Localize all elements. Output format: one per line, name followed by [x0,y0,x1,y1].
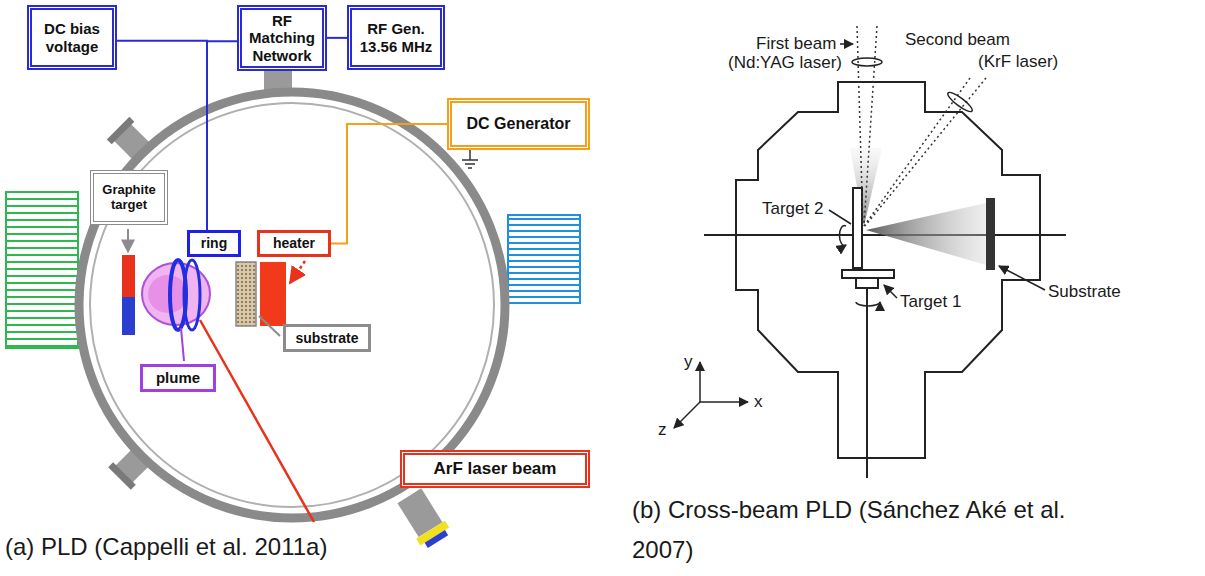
laser-label-box: ArF laser beam [400,450,590,488]
axis-label: x [754,392,763,412]
target-shape [853,188,862,268]
box-text: heater [273,235,315,251]
leader-line [884,285,897,298]
wire-connector [327,37,347,39]
substrate-label-box: substrate [283,324,371,352]
dc-generator-box: DC Generator [447,98,590,150]
beam-label: First beam [756,34,836,54]
box-text: substrate [295,330,358,346]
matching-network-box: RF Matching Network [237,5,327,71]
right-port [508,215,580,303]
box-text: ArF laser beam [434,459,557,479]
beam-label: Second beam [905,30,1010,50]
holder-rod [866,288,868,478]
target-mount [856,278,878,288]
ring-label-box: ring [187,230,241,257]
box-text: RF Matching Network [247,12,317,64]
leader-line [290,261,305,283]
box-text: DC bias voltage [37,20,107,55]
part-label: Substrate [1048,282,1121,302]
axis-label: y [684,352,693,372]
leader-line [127,229,129,252]
power-supply-box: DC bias voltage [27,5,117,70]
window-port [395,487,452,551]
heater-label-box: heater [257,230,331,257]
substrate-shape [236,262,256,326]
ring-electrode [184,260,200,330]
left-port [6,192,78,348]
lens [946,90,975,114]
part-label: Target 2 [762,199,823,219]
beam-label: (Nd:YAG laser) [728,53,842,73]
axes [674,362,748,428]
beam-label: (KrF laser) [978,52,1058,72]
wire-connector [331,124,447,244]
caption: (b) Cross-beam PLD (Sánchez Aké et al. 2… [632,490,1102,570]
wire-connector [207,41,237,230]
chamber-inner-wall [90,103,494,507]
plume-shape [866,203,986,265]
box-text: plume [156,369,200,386]
rf-generator-box: RF Gen. 13.56 MHz [347,5,445,70]
rotation-arrow [839,225,846,245]
leader-line [999,266,1045,290]
leader-line [181,328,184,361]
rotation-arrow [856,302,880,306]
box-text: DC Generator [466,115,570,133]
box-text: Graphite target [99,183,159,213]
laser-beam-line [857,26,986,226]
upper-left-port [107,117,154,164]
substrate-shape [986,198,995,270]
plume-core [148,275,188,313]
chamber-outline [736,82,1040,458]
lens [852,58,882,66]
caption: (a) PLD (Cappelli et al. 2011a) [5,532,565,562]
leader-line [840,43,853,45]
plume-label-box: plume [140,364,216,392]
graphite-target [122,255,135,297]
ground-symbol [462,150,478,168]
box-text: ring [201,235,227,251]
part-label: Target 1 [900,292,961,312]
heater-block [260,262,286,326]
target-label-box: Graphite target [90,170,168,225]
leader-line [259,316,280,336]
axis-label: z [658,420,667,440]
box-text: RF Gen. 13.56 MHz [357,20,435,55]
target-holder [122,297,135,335]
target-shape [842,270,894,278]
leader-line [829,210,851,224]
